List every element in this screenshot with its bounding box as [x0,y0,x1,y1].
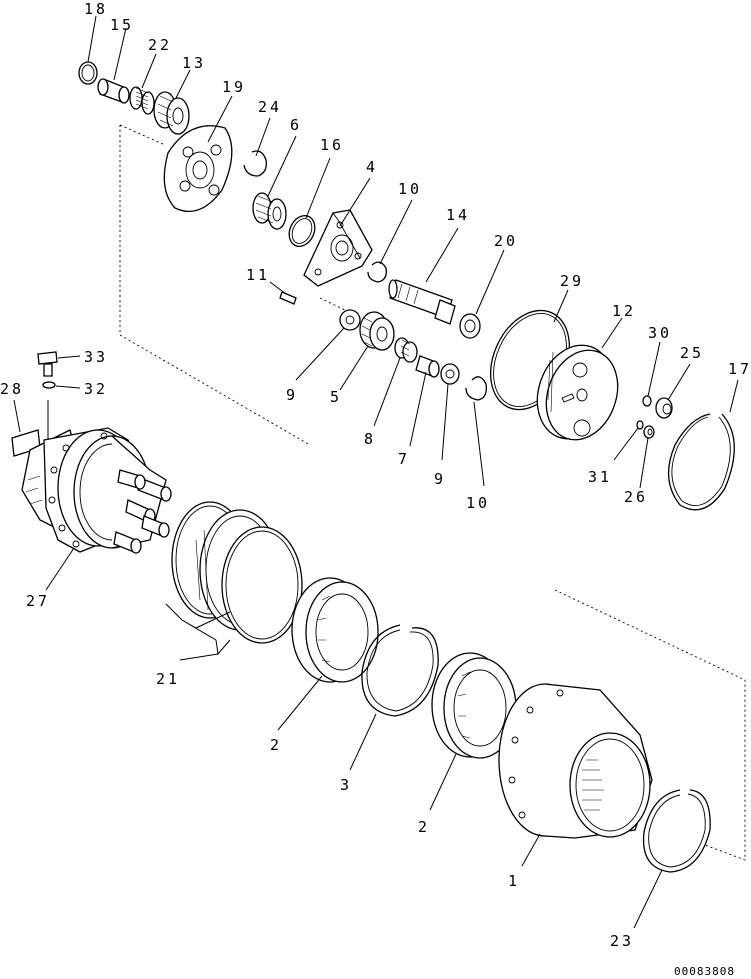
part-23-snap-ring [642,789,711,873]
part-20-bushing [459,313,481,339]
part-5-planet-gear [359,311,395,351]
part-33-bolt [37,351,58,377]
part-21-floating-seals [171,501,303,644]
part-6-bearing [252,192,287,230]
label-25: 25 [680,344,704,362]
label-10a: 10 [398,180,422,198]
label-19: 19 [222,78,246,96]
part-13-gear [153,91,190,135]
label-12: 12 [612,302,636,320]
part-7-collar [415,355,440,378]
part-25-plug [655,397,673,419]
label-13: 13 [182,54,206,72]
label-18: 18 [84,0,108,18]
label-7: 7 [398,450,410,468]
label-4: 4 [366,158,378,176]
part-3-snap-ring [361,624,439,717]
label-3: 3 [340,776,352,794]
part-30-small-ring [642,395,652,407]
label-9a: 9 [286,386,298,404]
assembly-axis-lines [119,124,746,861]
label-27: 27 [26,592,50,610]
label-10b: 10 [466,494,490,512]
label-6: 6 [290,116,302,134]
part-2a-bearing [291,577,379,683]
part-15-bushing [97,78,130,104]
part-11-pin [279,291,297,305]
label-9b: 9 [434,470,446,488]
leader-lines [13,15,739,929]
label-5: 5 [330,388,342,406]
label-20: 20 [494,232,518,250]
part-17-snap-ring [667,413,735,511]
label-14: 14 [446,206,470,224]
part-8-needle-bearing [394,337,418,363]
label-15: 15 [110,16,134,34]
part-31-ring [636,420,644,430]
label-11: 11 [246,266,270,284]
part-9a-washer [339,309,361,331]
label-32: 32 [84,380,108,398]
label-2a: 2 [270,736,282,754]
part-16-ring [288,214,316,248]
label-33: 33 [84,348,108,366]
part-24-snap-ring [243,150,267,177]
part-10b-snap-ring [465,376,487,401]
part-32-washer [42,381,56,389]
label-24: 24 [258,98,282,116]
part-12-cover [536,344,619,441]
part-10a-snap-ring [367,261,387,283]
part-14-shaft [388,279,456,325]
label-8: 8 [364,430,376,448]
label-28: 28 [0,380,24,398]
part-26-plug [643,425,655,439]
label-26: 26 [624,488,648,506]
label-17: 17 [728,360,751,378]
part-18-ring [78,61,98,85]
part-27-motor [21,427,172,554]
label-16: 16 [320,136,344,154]
label-31: 31 [588,468,612,486]
label-23: 23 [610,932,634,950]
label-1: 1 [508,872,520,890]
label-22: 22 [148,36,172,54]
label-30: 30 [648,324,672,342]
part-9b-washer [440,363,460,385]
part-1-hub [498,683,653,839]
part-22-needle-bearing [129,86,155,115]
label-29: 29 [560,272,584,290]
label-21: 21 [156,670,180,688]
part-2b-bearing [431,652,517,759]
drawing-code: 00083808 [674,965,735,978]
label-2b: 2 [418,818,430,836]
part-19-carrier-plate [163,125,233,213]
